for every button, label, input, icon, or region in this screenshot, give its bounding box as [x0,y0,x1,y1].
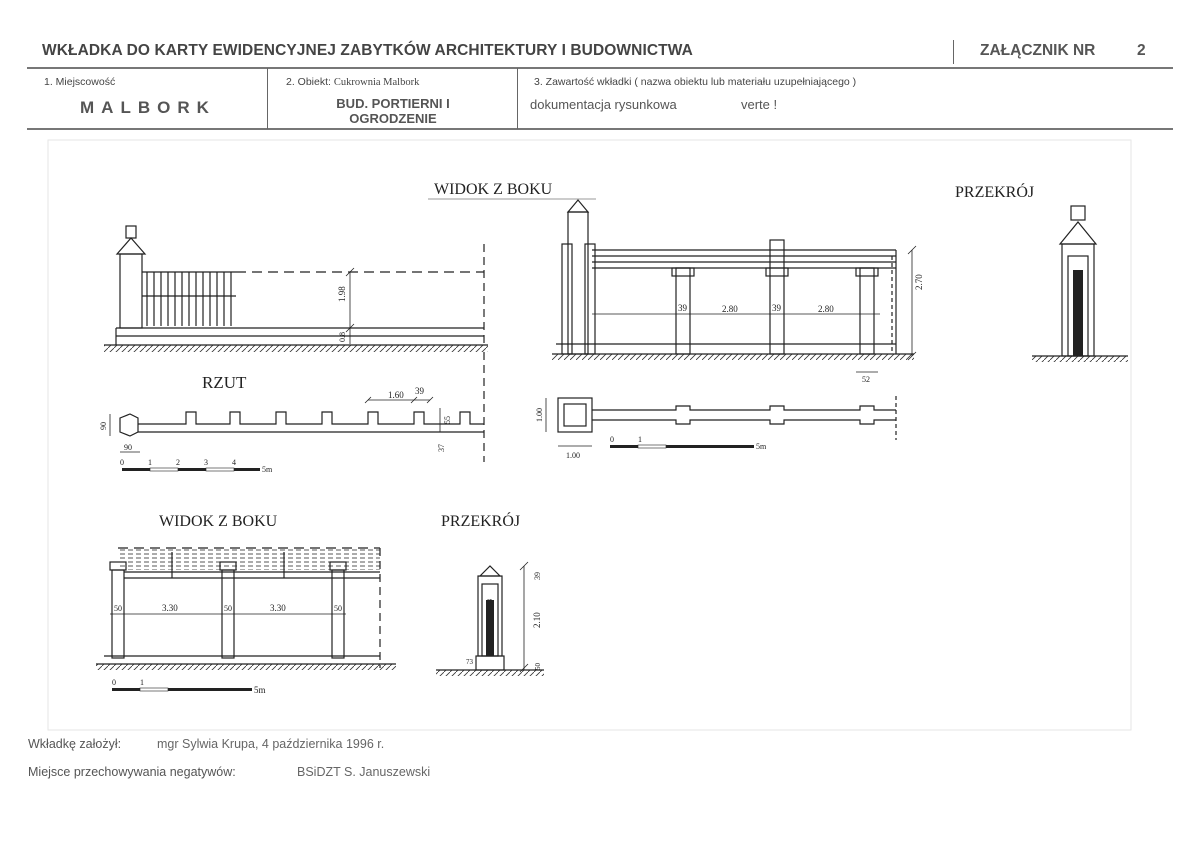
dim-plan-small: 37 [437,444,446,452]
scale-a-0: 0 [120,458,124,467]
top-side-view-title: WIDOK Z BOKU [434,181,553,198]
field-divider-2 [517,68,518,129]
dim-wall-pier-b: 39 [772,303,782,313]
scale-b-2: 5m [756,442,767,451]
dim-low-span-a: 3.30 [162,603,178,613]
dim-sec-top: 39 [533,572,542,580]
railing-fence-elevation [115,225,485,345]
header-divider [953,40,954,64]
ground-hatch-bottom-section [436,670,544,676]
ground-hatch-top-left [104,345,488,352]
object-label: 2. Obiekt: Cukrownia Malbork [286,76,419,88]
header-rule-top [27,67,1173,69]
bottom-side-view-title: WIDOK Z BOKU [159,513,278,530]
dim-sec-w1: 38 [486,599,494,607]
storage-value: BSiDZT S. Januszewski [297,765,431,779]
wall-elevation [556,199,917,373]
author-value: mgr Sylwia Krupa, 4 października 1996 r. [157,737,385,751]
scale-a-1: 1 [148,458,152,467]
dim-wall-height: 2.70 [914,274,924,290]
plan-title: RZUT [202,373,247,392]
content-label: 3. Zawartość wkładki ( nazwa obiektu lub… [534,76,857,88]
dim-plan-pier: 39 [415,386,425,396]
object-label-prefix: 2. Obiekt: [286,76,331,88]
top-section-title: PRZEKRÓJ [955,182,1034,201]
dim-fence-height: 1.98 [337,286,347,302]
ground-hatch-section [1032,356,1128,362]
wall-plan [545,396,897,447]
dim-wall-span-b: 2.80 [818,304,834,314]
dim-low-pier-c: 50 [334,604,342,613]
bottom-section-core [486,600,494,656]
ground-hatch-low-wall [96,664,396,670]
object-value-line1: BUD. PORTIERNI I [336,96,450,111]
dim-sec-base-h: 50 [534,663,542,671]
scale-a-5: 5m [262,465,273,474]
content-value: dokumentacja rysunkowa [530,97,677,112]
scale-c-2: 5m [254,685,266,695]
bottom-section [475,561,529,673]
storage-label: Miejsce przechowywania negatywów: [28,765,236,779]
scale-b-1: 1 [638,435,642,444]
ground-hatch-wall [552,354,914,360]
scale-c-1: 1 [140,678,144,687]
scale-a-3: 3 [204,458,208,467]
dim-plan-span: 1.60 [388,390,404,400]
section-core-dark [1073,270,1083,356]
scale-bar-a: 0 1 2 3 4 5m [120,458,273,474]
scale-bar-c: 0 1 5m [112,678,266,695]
scale-a-4: 4 [232,458,236,467]
dim-plan-post-width: 90 [124,443,132,452]
scale-c-0: 0 [112,678,116,687]
attachment-label: ZAŁĄCZNIK NR [980,42,1096,59]
low-wall-elevation [104,547,381,668]
dim-sec-height: 2.10 [532,612,542,628]
dim-gate-width: 1.00 [566,451,580,460]
dim-wall-span-a: 2.80 [722,304,738,314]
sheet-frame [47,139,1132,731]
object-value: BUD. PORTIERNI I OGRODZENIE [280,96,506,126]
dim-sec-base-w: 73 [466,658,474,666]
object-label-detail: Cukrownia Malbork [333,77,420,88]
dim-low-pier-a: 50 [114,604,122,613]
place-value: MALBORK [80,98,216,117]
bottom-section-title: PRZEKRÓJ [441,511,520,530]
dim-gate-height: 1.00 [535,408,544,422]
scale-a-2: 2 [176,458,180,467]
dim-fence-base: 0.8 [338,332,347,342]
dim-sec-w2: 53 [486,633,494,641]
dim-low-span-b: 3.30 [270,603,286,613]
field-divider-1 [267,68,268,129]
scale-b-0: 0 [610,435,614,444]
fence-plan [109,352,485,462]
dim-plan-post: 90 [99,422,108,430]
card-title: WKŁADKA DO KARTY EWIDENCYJNEJ ZABYTKÓW A… [42,42,693,59]
dim-wall-foot: 52 [862,375,870,384]
attachment-number: 2 [1137,42,1146,59]
dim-wall-pier-a: 39 [678,303,688,313]
header-rule-bottom [27,128,1173,130]
dim-plan-depth: 55 [443,416,452,424]
object-value-line2: OGRODZENIE [349,111,437,126]
dim-low-pier-b: 50 [224,604,232,613]
scale-bar-b: 0 1 5m [610,435,767,451]
place-label: 1. Miejscowość [44,76,116,88]
content-note: verte ! [741,97,778,112]
author-label: Wkładkę założył: [28,737,122,751]
